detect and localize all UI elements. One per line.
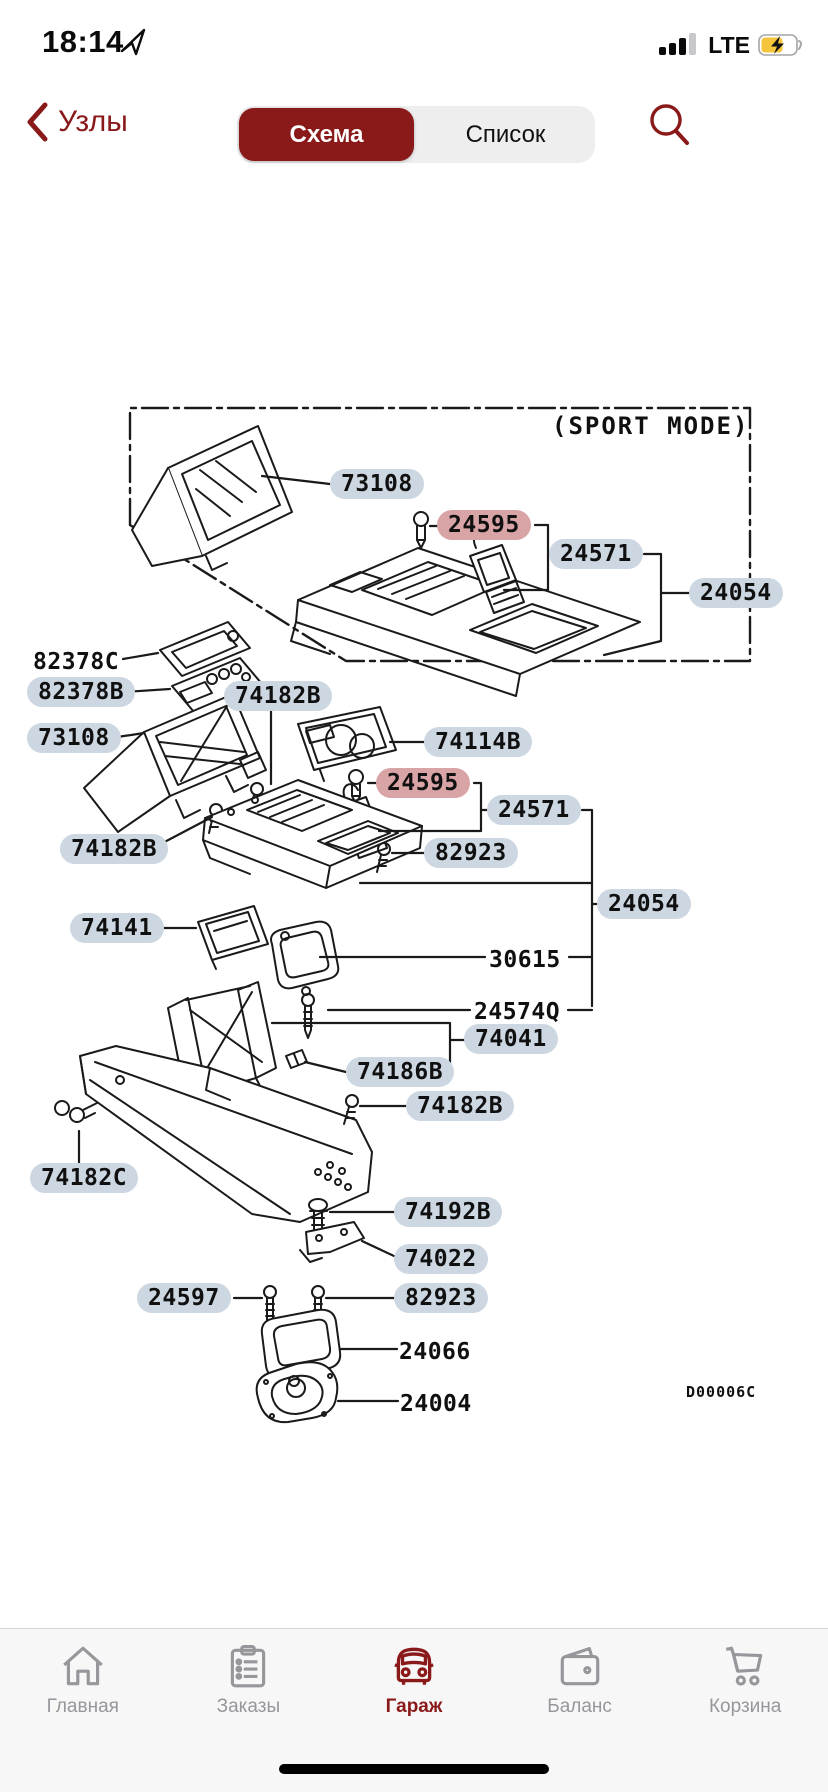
part-label-24595-top[interactable]: 24595 (437, 510, 531, 540)
part-art-rear-bezel-top (131, 425, 293, 571)
part-label-24574q: 24574Q (474, 999, 561, 1025)
part-label-74182b-left[interactable]: 74182B (60, 834, 169, 864)
chevron-left-icon (27, 102, 48, 142)
part-art-screw-24574q (301, 993, 315, 1039)
signal-icon (659, 33, 697, 55)
part-label-82378b[interactable]: 82378B (27, 677, 136, 707)
part-label-73108-top[interactable]: 73108 (330, 469, 424, 499)
tab-home-label: Главная (46, 1696, 119, 1717)
part-label-74186b[interactable]: 74186B (346, 1057, 455, 1087)
tab-balance-label: Баланс (547, 1696, 612, 1717)
part-label-74114b[interactable]: 74114B (424, 727, 533, 757)
part-label-74141[interactable]: 74141 (70, 913, 164, 943)
view-segmented-control: Схема Список (237, 106, 595, 163)
wallet-icon (560, 1647, 599, 1686)
part-art-console-mid (202, 779, 423, 889)
part-art-bracket-74022 (299, 1221, 365, 1263)
part-art-screw-74182b-lower (343, 1094, 359, 1125)
tab-orders-label: Заказы (216, 1696, 281, 1717)
part-art-rear-bezel-mid (83, 693, 267, 833)
part-label-74192b[interactable]: 74192B (394, 1197, 503, 1227)
tab-list[interactable]: Список (465, 120, 546, 148)
part-label-82923-mid[interactable]: 82923 (424, 838, 518, 868)
tab-schema[interactable]: Схема (239, 108, 414, 161)
tab-home[interactable]: Главная (0, 1629, 166, 1718)
tab-cart-label: Корзина (708, 1696, 782, 1717)
status-bar: 18:14 LTE (0, 0, 828, 90)
location-arrow-icon (120, 28, 146, 56)
part-art-gasket (260, 1308, 342, 1379)
part-label-73108-mid[interactable]: 73108 (27, 723, 121, 753)
part-art-boot-ring (270, 920, 340, 996)
part-art-console-lower (79, 1045, 373, 1223)
tab-garage[interactable]: Гараж (331, 1629, 497, 1718)
part-label-30615: 30615 (489, 947, 561, 973)
battery-charging-icon (758, 34, 802, 56)
sport-mode-label: (SPORT MODE) (552, 412, 750, 440)
network-type-label: LTE (708, 31, 750, 58)
part-art-shift-boot (255, 1361, 339, 1424)
tab-orders[interactable]: Заказы (166, 1629, 332, 1718)
part-art-fastener-74182c (54, 1100, 98, 1123)
part-label-74182c[interactable]: 74182C (30, 1163, 139, 1193)
part-art-switch-garnish (159, 621, 251, 677)
part-label-24571-mid[interactable]: 24571 (487, 795, 581, 825)
back-button-label: Узлы (58, 105, 128, 138)
back-button[interactable]: Узлы (26, 102, 128, 142)
part-label-24571-top[interactable]: 24571 (549, 539, 643, 569)
cart-icon (726, 1646, 763, 1686)
part-label-82923-low[interactable]: 82923 (394, 1283, 488, 1313)
part-art-console-top (290, 547, 641, 697)
tab-garage-label: Гараж (385, 1696, 443, 1717)
part-label-24004: 24004 (400, 1391, 472, 1417)
part-art-cupholder (297, 706, 397, 782)
search-icon[interactable] (644, 100, 696, 152)
drawing-code-label: D00006C (686, 1383, 757, 1401)
part-label-74182b-low[interactable]: 74182B (406, 1091, 515, 1121)
part-label-74041[interactable]: 74041 (464, 1024, 558, 1054)
tab-balance[interactable]: Баланс (497, 1629, 663, 1718)
status-time: 18:14 (42, 24, 124, 59)
part-art-bolt-74192b (308, 1198, 328, 1246)
home-indicator[interactable] (279, 1764, 549, 1774)
part-label-24054-top[interactable]: 24054 (689, 578, 783, 608)
part-art-tray (197, 905, 269, 970)
tab-cart[interactable]: Корзина (662, 1629, 828, 1718)
part-label-74182b-mid[interactable]: 74182B (224, 681, 333, 711)
part-art-clip (285, 1049, 308, 1069)
part-label-24054-mid[interactable]: 24054 (597, 889, 691, 919)
part-label-82378c: 82378C (33, 649, 120, 675)
orders-icon (231, 1645, 266, 1688)
sport-mode-box (128, 406, 752, 663)
part-label-24595-mid[interactable]: 24595 (376, 768, 470, 798)
home-icon (63, 1646, 103, 1686)
part-label-74022[interactable]: 74022 (394, 1244, 488, 1274)
garage-icon (394, 1647, 434, 1685)
part-label-24066: 24066 (399, 1339, 471, 1365)
part-label-24597[interactable]: 24597 (137, 1283, 231, 1313)
